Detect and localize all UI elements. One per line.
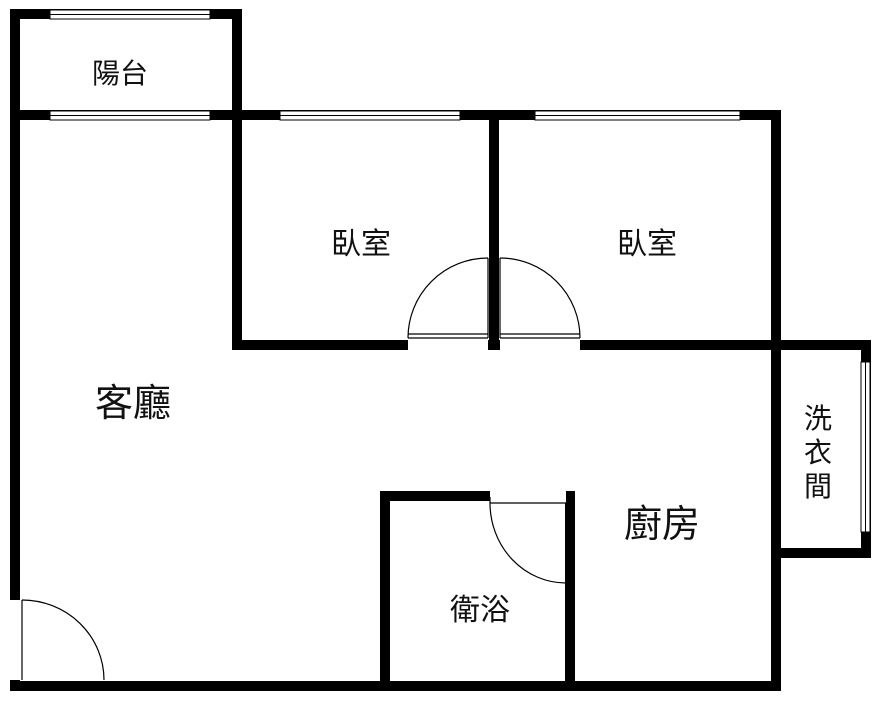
laundry-label-2: 衣 xyxy=(804,436,832,469)
laundry-label-1: 洗 xyxy=(804,402,832,435)
living-room-label: 客廳 xyxy=(95,381,171,425)
bathroom-door-swing xyxy=(489,502,567,584)
bedroom-left-label: 臥室 xyxy=(331,227,391,262)
bedroom-right-door-swing xyxy=(499,257,581,339)
bathroom-label: 衛浴 xyxy=(450,593,510,628)
doors xyxy=(8,257,581,681)
laundry-label-3: 間 xyxy=(804,470,832,503)
bedroom-left-door-swing xyxy=(407,257,489,339)
windows xyxy=(49,9,871,533)
bedroom-right-label: 臥室 xyxy=(617,227,677,262)
kitchen-label: 廚房 xyxy=(624,502,700,546)
bathroom-door-gap xyxy=(490,489,566,503)
entrance-door-gap xyxy=(8,600,22,680)
bedroom-right-door-gap xyxy=(500,338,580,352)
balcony-label: 陽台 xyxy=(92,57,148,90)
bedroom-left-door-gap xyxy=(408,338,488,352)
entrance-door-swing xyxy=(21,599,105,681)
room-labels: 陽台 臥室 臥室 客廳 廚房 衛浴 洗 衣 間 xyxy=(92,57,832,628)
